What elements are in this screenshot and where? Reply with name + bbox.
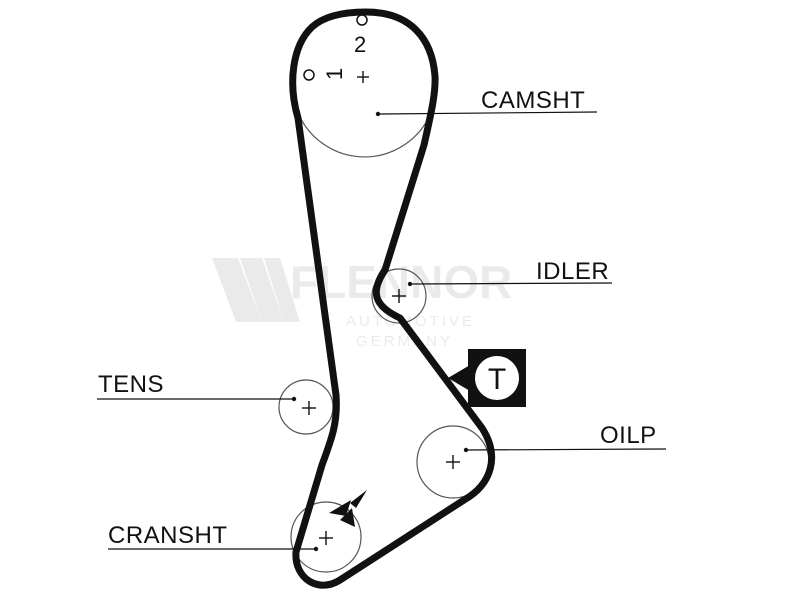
tension-pointer-icon bbox=[448, 365, 470, 391]
timing-belt bbox=[289, 8, 496, 589]
tension-symbol: T bbox=[488, 363, 506, 396]
oil-pump-leader bbox=[465, 448, 667, 451]
timing-mark-circle-left-icon bbox=[303, 69, 315, 81]
label-oil-pump: OILP bbox=[600, 422, 657, 449]
label-crankshaft: CRANSHT bbox=[108, 522, 228, 549]
crankshaft-center-icon bbox=[319, 531, 333, 545]
idler-pulley bbox=[371, 268, 427, 324]
camshaft-timing-marks: 2 1 bbox=[303, 14, 368, 81]
watermark-brand: FLENNOR bbox=[290, 256, 512, 308]
oil-pump-center-icon bbox=[446, 455, 460, 469]
watermark: FLENNOR AUTOMOTIVE GERMANY bbox=[212, 256, 512, 350]
camshaft-pulley bbox=[296, 109, 433, 158]
timing-mark-1: 1 bbox=[322, 68, 347, 80]
crankshaft-timing-arrow-icon bbox=[329, 490, 367, 527]
pulleys bbox=[278, 109, 490, 573]
idler-leader bbox=[409, 282, 613, 285]
label-tensioner: TENS bbox=[98, 371, 164, 398]
camshaft-center-icon bbox=[357, 71, 369, 83]
tensioner-center-icon bbox=[302, 401, 316, 415]
leader-dots bbox=[291, 111, 469, 552]
tension-circle-icon bbox=[475, 356, 519, 400]
watermark-line2: GERMANY bbox=[356, 333, 453, 350]
idler-center-icon bbox=[392, 289, 406, 303]
timing-mark-2: 2 bbox=[354, 32, 366, 57]
label-camshaft: CAMSHT bbox=[481, 87, 585, 114]
crankshaft-pulley bbox=[290, 501, 362, 573]
pulley-centers bbox=[302, 71, 460, 545]
leader-lines bbox=[97, 111, 667, 550]
tension-indicator: T bbox=[448, 349, 526, 407]
camshaft-leader bbox=[377, 111, 598, 115]
label-idler: IDLER bbox=[536, 258, 609, 285]
tensioner-pulley bbox=[278, 379, 334, 435]
timing-mark-circle-top-icon bbox=[356, 14, 368, 26]
watermark-logo-icon bbox=[212, 258, 300, 322]
